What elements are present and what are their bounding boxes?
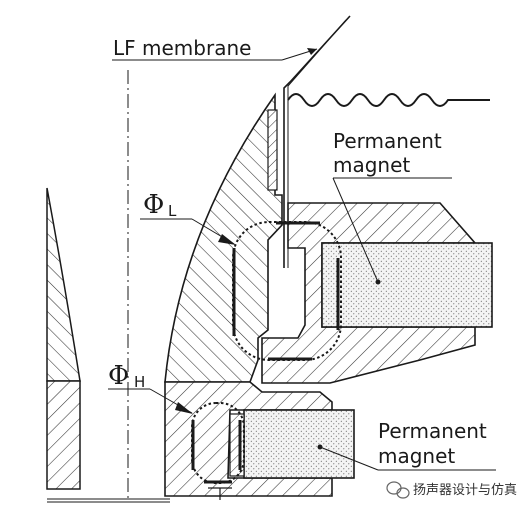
left-side-part	[46, 187, 81, 490]
label-permanent-magnet-top-line2: magnet	[333, 153, 410, 177]
arrow-head-lf	[307, 48, 317, 55]
label-phi-h-symbol: Φ	[108, 361, 129, 391]
label-phi-l-subscript: L	[168, 202, 177, 220]
flux-loop-h	[191, 402, 245, 484]
label-lf-membrane: LF membrane	[113, 36, 251, 60]
watermark-text: 扬声器设计与仿真	[413, 483, 517, 498]
bottom-permanent-magnet	[243, 409, 355, 479]
label-phi-l-symbol: Φ	[143, 190, 164, 220]
label-permanent-magnet-bottom-line1: Permanent	[378, 419, 487, 443]
bottom-break-line	[47, 498, 170, 503]
dot-magnet-top	[375, 279, 381, 285]
arrow-head-phi-h	[175, 402, 193, 414]
lf-membrane	[283, 15, 490, 268]
watermark: 扬声器设计与仿真	[386, 481, 517, 499]
wechat-icon	[386, 481, 410, 499]
flux-loop-l	[232, 221, 342, 361]
label-permanent-magnet-top-line1: Permanent	[333, 129, 442, 153]
dot-magnet-bottom	[317, 444, 323, 450]
label-permanent-magnet-bottom-line2: magnet	[378, 444, 455, 468]
arrow-head-phi-l	[218, 234, 236, 245]
bottom-gap-marker	[208, 487, 232, 500]
label-phi-h-subscript: H	[134, 373, 145, 391]
top-permanent-magnet	[321, 242, 493, 328]
top-pole-piece	[267, 109, 278, 191]
